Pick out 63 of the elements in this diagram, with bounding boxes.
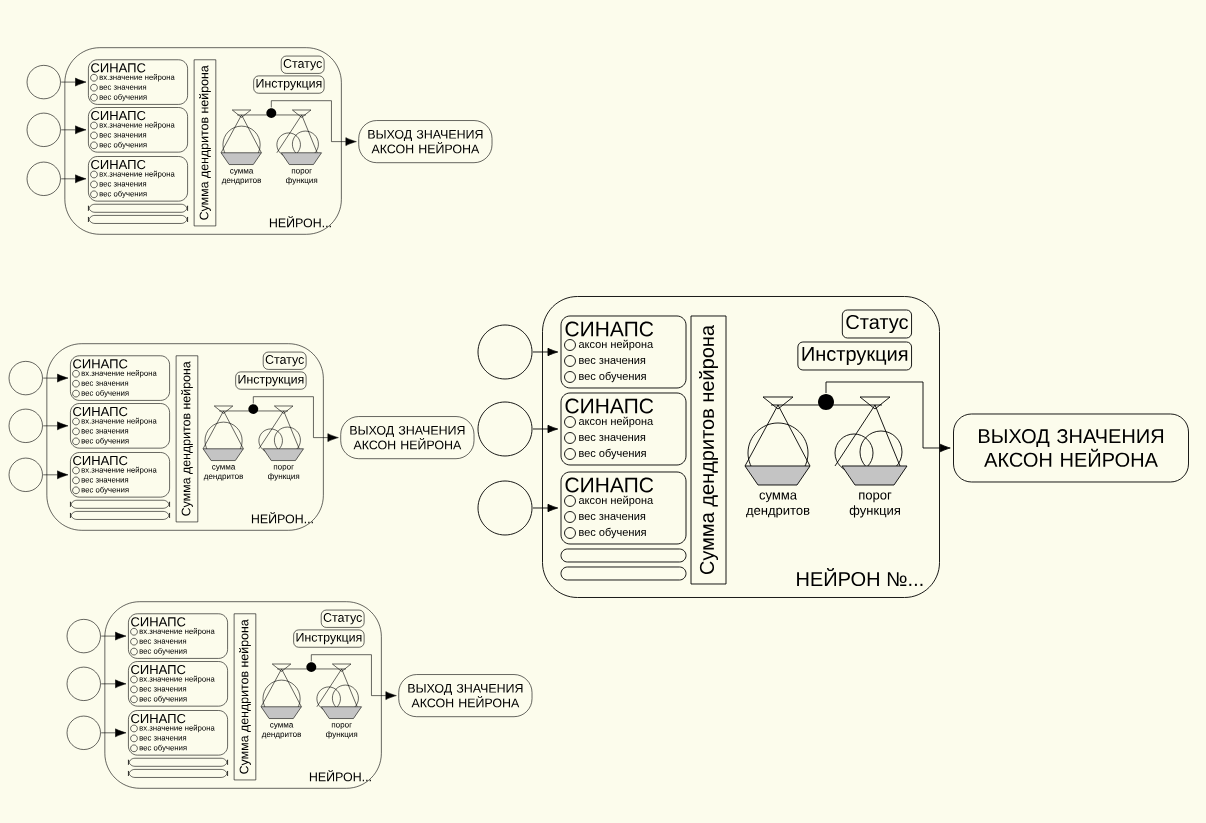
tag-box: Статус (841, 309, 912, 339)
empty-bar (88, 203, 188, 213)
pan-caption: сумма дендритов (221, 169, 262, 185)
empty-bar (128, 757, 228, 767)
tag-box: Инструкция (797, 341, 912, 371)
synapse-box: СИНАПС аксон нейрона вес значения вес обучения (560, 471, 687, 545)
pan-caption: порог функция (326, 723, 358, 739)
arrow (60, 77, 87, 87)
pan-caption: порог функция (849, 492, 900, 518)
input-circle (477, 480, 533, 536)
vertical-text-box: Сумма дендритов нейрона (690, 315, 727, 585)
arrow (60, 174, 87, 184)
input-circle (477, 401, 533, 457)
empty-bar (560, 548, 687, 563)
pan-caption: порог функция (286, 169, 318, 185)
empty-bar (88, 215, 188, 224)
arrow (532, 424, 559, 434)
empty-bar (70, 499, 170, 509)
arrow (100, 631, 127, 641)
arrow (60, 125, 87, 135)
input-circle (26, 112, 61, 147)
arrow (271, 100, 357, 146)
arrow (825, 381, 951, 453)
empty-bar (70, 511, 170, 520)
output-box: ВЫХОД ЗНАЧЕНИЯ АКСОН НЕЙРОНА (358, 120, 493, 163)
pan-caption: сумма дендритов (203, 465, 244, 481)
vertical-text-box: Сумма дендритов нейрона (193, 59, 217, 227)
input-circle (26, 161, 61, 196)
arrow (42, 470, 69, 480)
input-circle (66, 666, 101, 701)
tag-box: Инструкция (253, 75, 325, 94)
output-box: ВЫХОД ЗНАЧЕНИЯ АКСОН НЕЙРОНА (340, 416, 475, 459)
arrow (253, 396, 339, 442)
arrow (100, 679, 127, 689)
vertical-text-box: Сумма дендритов нейрона (233, 613, 257, 781)
synapse-box: СИНАПС аксон нейрона вес значения вес обучения (560, 315, 687, 389)
tag-box: Инструкция (235, 371, 307, 390)
arrow (311, 654, 397, 700)
synapse-box: СИНАПС аксон нейрона вес значения вес обучения (560, 392, 687, 466)
input-circle (8, 361, 43, 396)
empty-bar (128, 769, 228, 778)
pan-caption: порог функция (268, 465, 300, 481)
tag-box: Статус (280, 55, 325, 74)
empty-bar (560, 566, 687, 581)
tag-box: Статус (262, 351, 307, 370)
input-circle (8, 457, 43, 492)
arrow (532, 503, 559, 513)
tag-box: Инструкция (293, 629, 365, 648)
pan-caption: сумма дендритов (746, 492, 810, 518)
pan-caption: сумма дендритов (261, 723, 302, 739)
input-circle (66, 619, 101, 654)
arrow (100, 728, 127, 738)
arrow (42, 421, 69, 431)
input-circle (477, 324, 533, 380)
arrow (42, 373, 69, 383)
vertical-text-box: Сумма дендритов нейрона (175, 355, 199, 523)
output-box: ВЫХОД ЗНАЧЕНИЯ АКСОН НЕЙРОНА (398, 674, 533, 717)
arrow (532, 347, 559, 357)
output-box: ВЫХОД ЗНАЧЕНИЯ АКСОН НЕЙРОНА (953, 413, 1189, 483)
input-circle (8, 408, 43, 443)
tag-box: Статус (320, 609, 365, 628)
input-circle (66, 715, 101, 750)
input-circle (26, 65, 61, 100)
